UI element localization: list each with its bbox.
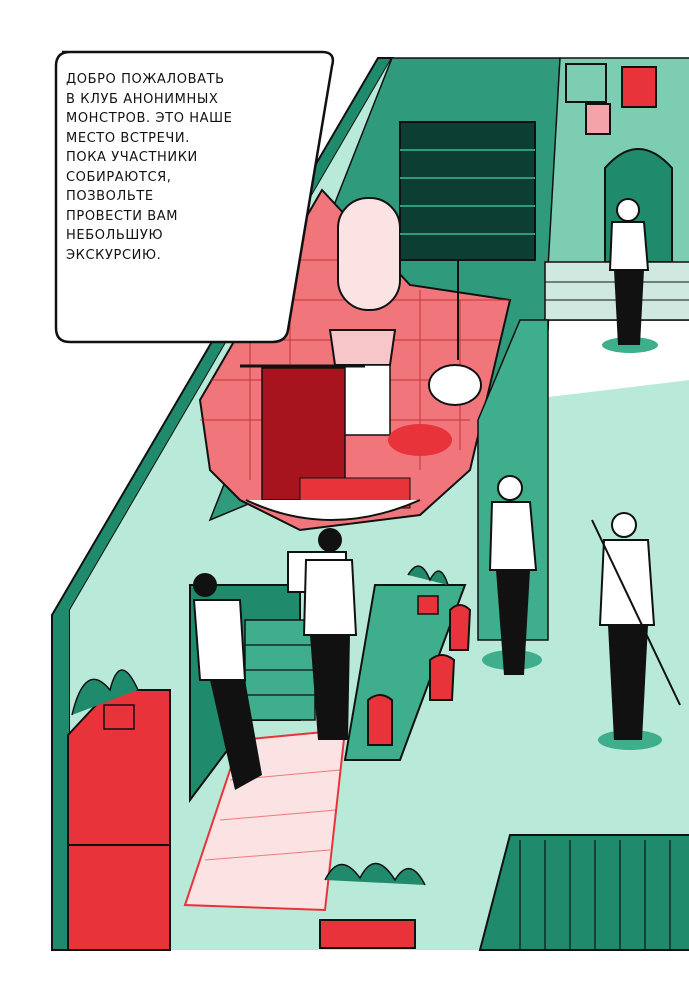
caption-line: ПОКА УЧАСТНИКИ bbox=[66, 150, 198, 165]
toilet-bowl bbox=[428, 364, 482, 406]
stair-railing bbox=[478, 834, 689, 951]
rake bbox=[591, 519, 681, 706]
speech-bubble bbox=[54, 50, 335, 344]
caption-line: В КЛУБ АНОНИМНЫХ bbox=[66, 91, 219, 107]
caption-line: ДОБРО ПОЖАЛОВАТЬ bbox=[66, 72, 225, 87]
sink bbox=[328, 329, 397, 366]
caption-line: СОБИРАЮТСЯ, bbox=[66, 169, 172, 185]
caption-line: МЕСТО ВСТРЕЧИ. bbox=[66, 130, 190, 146]
potted-plants bbox=[71, 565, 449, 949]
caption-line: ПРОВЕСТИ ВАМ bbox=[66, 208, 179, 224]
man-at-table bbox=[302, 528, 358, 740]
caption-line: ПОЗВОЛЬТЕ bbox=[66, 189, 154, 204]
pantry-shelves bbox=[399, 121, 536, 261]
wall-frame bbox=[565, 63, 607, 103]
dining-table bbox=[343, 584, 472, 761]
chair bbox=[367, 694, 393, 746]
man-entering bbox=[602, 198, 658, 353]
speech-bubble-text: ДОБРО ПОЖАЛОВАТЬ В КЛУБ АНОНИМНЫХ МОНСТР… bbox=[66, 70, 316, 265]
caption-line: МОНСТРОВ. ЭТО НАШЕ bbox=[66, 111, 233, 126]
man-with-bags bbox=[482, 475, 542, 675]
mirror bbox=[337, 197, 401, 311]
caption-line: ЭКСКУРСИЮ. bbox=[66, 247, 162, 263]
wall-frame bbox=[585, 103, 611, 135]
man-at-sink bbox=[192, 573, 262, 790]
planter bbox=[319, 919, 416, 949]
chair bbox=[429, 654, 456, 701]
caption-line: НЕБОЛЬШУЮ bbox=[66, 228, 164, 243]
chair bbox=[449, 604, 472, 651]
wall-frame bbox=[621, 66, 657, 108]
man-with-rake bbox=[591, 512, 681, 750]
